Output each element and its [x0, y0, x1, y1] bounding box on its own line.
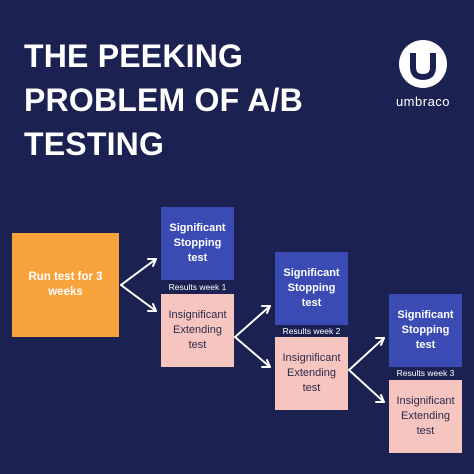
arrow-run-to-significant-1	[120, 258, 157, 286]
arrow-ins1-to-significant-2	[234, 305, 271, 338]
logo-wordmark: umbraco	[395, 94, 451, 109]
run-test-label: Run test for 3 weeks	[28, 271, 103, 298]
results-week-2-label: Results week 2	[282, 326, 341, 336]
stopping-label: Stopping test	[287, 282, 336, 309]
results-week-3-label: Results week 3	[396, 368, 455, 378]
page-title: THE PEEKING PROBLEM OF A/B TESTING	[24, 34, 354, 166]
arrow-run-to-insignificant-1	[120, 284, 157, 312]
stopping-label: Stopping test	[401, 324, 450, 351]
significant-label: Significant	[397, 309, 454, 321]
arrow-ins2-to-significant-3	[348, 337, 385, 371]
insignificant-box-week-1: Insignificant Extending test	[161, 294, 234, 367]
title-line-2: PROBLEM OF A/B	[24, 82, 303, 118]
significant-label: Significant	[283, 267, 340, 279]
umbraco-u-icon	[399, 40, 447, 88]
extending-label: Extending test	[287, 367, 336, 394]
significant-box-week-1: Significant Stopping test	[161, 207, 234, 280]
significant-label: Significant	[169, 222, 226, 234]
extending-label: Extending test	[401, 410, 450, 437]
run-test-box: Run test for 3 weeks	[12, 233, 119, 337]
umbraco-logo: umbraco	[393, 40, 453, 120]
title-line-1: THE PEEKING	[24, 38, 244, 74]
insignificant-box-week-3: Insignificant Extending test	[389, 380, 462, 453]
arrow-ins1-to-insignificant-2	[234, 336, 271, 368]
title-line-3: TESTING	[24, 126, 165, 162]
significant-box-week-3: Significant Stopping test	[389, 294, 462, 367]
insignificant-label: Insignificant	[282, 352, 341, 364]
arrow-ins2-to-insignificant-3	[348, 369, 385, 403]
significant-box-week-2: Significant Stopping test	[275, 252, 348, 325]
insignificant-label: Insignificant	[168, 309, 227, 321]
insignificant-box-week-2: Insignificant Extending test	[275, 337, 348, 410]
insignificant-label: Insignificant	[396, 395, 455, 407]
results-week-1-label: Results week 1	[168, 282, 227, 292]
stopping-label: Stopping test	[173, 237, 222, 264]
extending-label: Extending test	[173, 324, 222, 351]
